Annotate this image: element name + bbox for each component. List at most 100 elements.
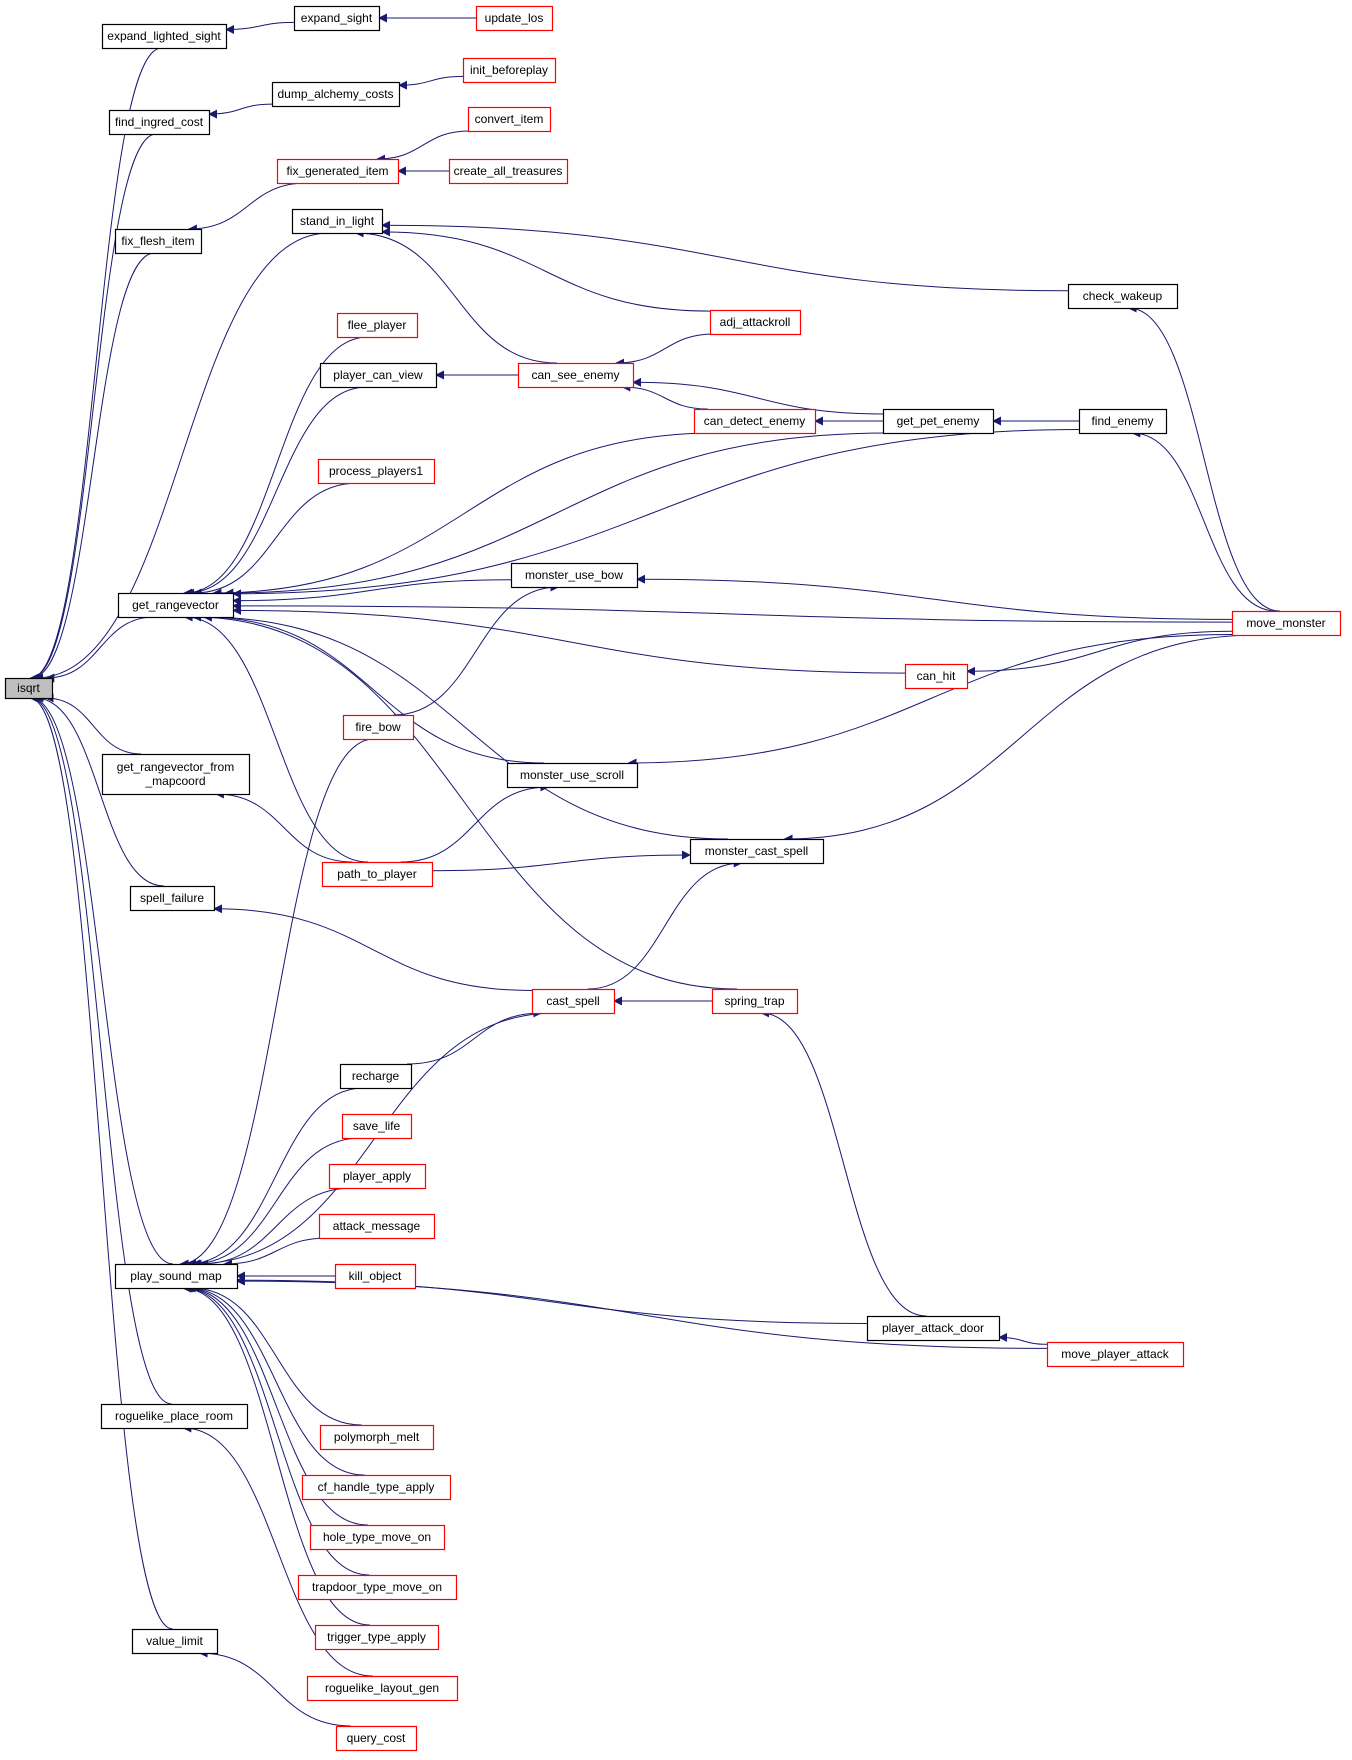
node-fix-generated-item[interactable]: fix_generated_item xyxy=(276,158,400,185)
node-convert-item[interactable]: convert_item xyxy=(467,106,552,133)
node-box[interactable] xyxy=(448,158,569,185)
node-box[interactable] xyxy=(101,23,228,50)
node-box[interactable] xyxy=(129,885,216,912)
node-roguelike-layout-gen[interactable]: roguelike_layout_gen xyxy=(306,1675,459,1702)
node-find-enemy[interactable]: find_enemy xyxy=(1078,408,1168,435)
node-box[interactable] xyxy=(101,753,251,796)
node-can-detect-enemy[interactable]: can_detect_enemy xyxy=(693,408,817,435)
node-box[interactable] xyxy=(1067,283,1179,310)
node-box[interactable] xyxy=(301,1474,452,1501)
node-can-hit[interactable]: can_hit xyxy=(904,663,969,690)
node-box[interactable] xyxy=(475,5,554,32)
node-box[interactable] xyxy=(531,988,616,1015)
node-fix-flesh-item[interactable]: fix_flesh_item xyxy=(114,228,203,255)
node-cf-handle-type-apply[interactable]: cf_handle_type_apply xyxy=(301,1474,452,1501)
node-box[interactable] xyxy=(293,5,381,32)
node-box[interactable] xyxy=(319,1424,435,1451)
node-box[interactable] xyxy=(904,663,969,690)
node-box[interactable] xyxy=(342,714,415,741)
node-box[interactable] xyxy=(1231,610,1342,637)
node-box[interactable] xyxy=(517,362,635,389)
node-player-can-view[interactable]: player_can_view xyxy=(319,362,438,389)
node-box[interactable] xyxy=(117,592,235,619)
node-polymorph-melt[interactable]: polymorph_melt xyxy=(319,1424,435,1451)
node-stand-in-light[interactable]: stand_in_light xyxy=(291,208,384,235)
node-cast-spell[interactable]: cast_spell xyxy=(531,988,616,1015)
node-find-ingred-cost[interactable]: find_ingred_cost xyxy=(108,109,211,136)
node-init-beforeplay[interactable]: init_beforeplay xyxy=(462,57,557,84)
node-box[interactable] xyxy=(318,1213,436,1240)
node-path-to-player[interactable]: path_to_player xyxy=(321,861,434,888)
node-box[interactable] xyxy=(335,1725,418,1752)
node-save-life[interactable]: save_life xyxy=(341,1113,413,1140)
node-box[interactable] xyxy=(341,1113,413,1140)
node-box[interactable] xyxy=(467,106,552,133)
node-process-players1[interactable]: process_players1 xyxy=(317,458,436,485)
node-flee-player[interactable]: flee_player xyxy=(336,312,419,339)
node-play-sound-map[interactable]: play_sound_map xyxy=(114,1263,239,1290)
node-box[interactable] xyxy=(693,408,817,435)
node-box[interactable] xyxy=(108,109,211,136)
node-box[interactable] xyxy=(100,1403,249,1430)
node-hole-type-move-on[interactable]: hole_type_move_on xyxy=(309,1524,446,1551)
node-box[interactable] xyxy=(321,861,434,888)
node-box[interactable] xyxy=(462,57,557,84)
node-box[interactable] xyxy=(297,1574,458,1601)
node-box[interactable] xyxy=(309,1524,446,1551)
node-trigger-type-apply[interactable]: trigger_type_apply xyxy=(314,1624,440,1651)
node-box[interactable] xyxy=(866,1315,1001,1342)
node-monster-use-bow[interactable]: monster_use_bow xyxy=(510,562,639,589)
node-box[interactable] xyxy=(114,228,203,255)
node-dump-alchemy-costs[interactable]: dump_alchemy_costs xyxy=(271,81,401,108)
node-isqrt[interactable]: isqrt xyxy=(4,677,54,700)
node-get-rangevector-from-mapcoord[interactable]: get_rangevector_from_mapcoord xyxy=(101,753,251,796)
node-box[interactable] xyxy=(271,81,401,108)
node-box[interactable] xyxy=(319,362,438,389)
node-fire-bow[interactable]: fire_bow xyxy=(342,714,415,741)
node-box[interactable] xyxy=(317,458,436,485)
node-box[interactable] xyxy=(291,208,384,235)
node-recharge[interactable]: recharge xyxy=(339,1063,413,1090)
node-move-player-attack[interactable]: move_player_attack xyxy=(1046,1341,1185,1368)
node-create-all-treasures[interactable]: create_all_treasures xyxy=(448,158,569,185)
node-monster-use-scroll[interactable]: monster_use_scroll xyxy=(506,762,639,789)
node-player-attack-door[interactable]: player_attack_door xyxy=(866,1315,1001,1342)
node-value-limit[interactable]: value_limit xyxy=(131,1628,219,1655)
node-box[interactable] xyxy=(4,677,54,700)
node-get-pet-enemy[interactable]: get_pet_enemy xyxy=(882,408,995,435)
node-spring-trap[interactable]: spring_trap xyxy=(711,988,799,1015)
node-box[interactable] xyxy=(334,1263,417,1290)
node-box[interactable] xyxy=(1078,408,1168,435)
node-box[interactable] xyxy=(131,1628,219,1655)
node-monster-cast-spell[interactable]: monster_cast_spell xyxy=(689,838,825,865)
node-can-see-enemy[interactable]: can_see_enemy xyxy=(517,362,635,389)
node-box[interactable] xyxy=(314,1624,440,1651)
node-player-apply[interactable]: player_apply xyxy=(328,1163,427,1190)
node-update-los[interactable]: update_los xyxy=(475,5,554,32)
node-expand-lighted-sight[interactable]: expand_lighted_sight xyxy=(101,23,228,50)
node-box[interactable] xyxy=(328,1163,427,1190)
node-check-wakeup[interactable]: check_wakeup xyxy=(1067,283,1179,310)
node-move-monster[interactable]: move_monster xyxy=(1231,610,1342,637)
node-kill-object[interactable]: kill_object xyxy=(334,1263,417,1290)
node-roguelike-place-room[interactable]: roguelike_place_room xyxy=(100,1403,249,1430)
node-box[interactable] xyxy=(711,988,799,1015)
node-box[interactable] xyxy=(709,309,802,336)
node-get-rangevector[interactable]: get_rangevector xyxy=(117,592,235,619)
node-spell-failure[interactable]: spell_failure xyxy=(129,885,216,912)
node-box[interactable] xyxy=(114,1263,239,1290)
node-box[interactable] xyxy=(882,408,995,435)
node-query-cost[interactable]: query_cost xyxy=(335,1725,418,1752)
node-trapdoor-type-move-on[interactable]: trapdoor_type_move_on xyxy=(297,1574,458,1601)
node-box[interactable] xyxy=(306,1675,459,1702)
node-attack-message[interactable]: attack_message xyxy=(318,1213,436,1240)
node-expand-sight[interactable]: expand_sight xyxy=(293,5,381,32)
node-box[interactable] xyxy=(510,562,639,589)
node-box[interactable] xyxy=(339,1063,413,1090)
node-box[interactable] xyxy=(689,838,825,865)
node-box[interactable] xyxy=(276,158,400,185)
node-box[interactable] xyxy=(1046,1341,1185,1368)
node-box[interactable] xyxy=(336,312,419,339)
node-adj-attackroll[interactable]: adj_attackroll xyxy=(709,309,802,336)
node-box[interactable] xyxy=(506,762,639,789)
